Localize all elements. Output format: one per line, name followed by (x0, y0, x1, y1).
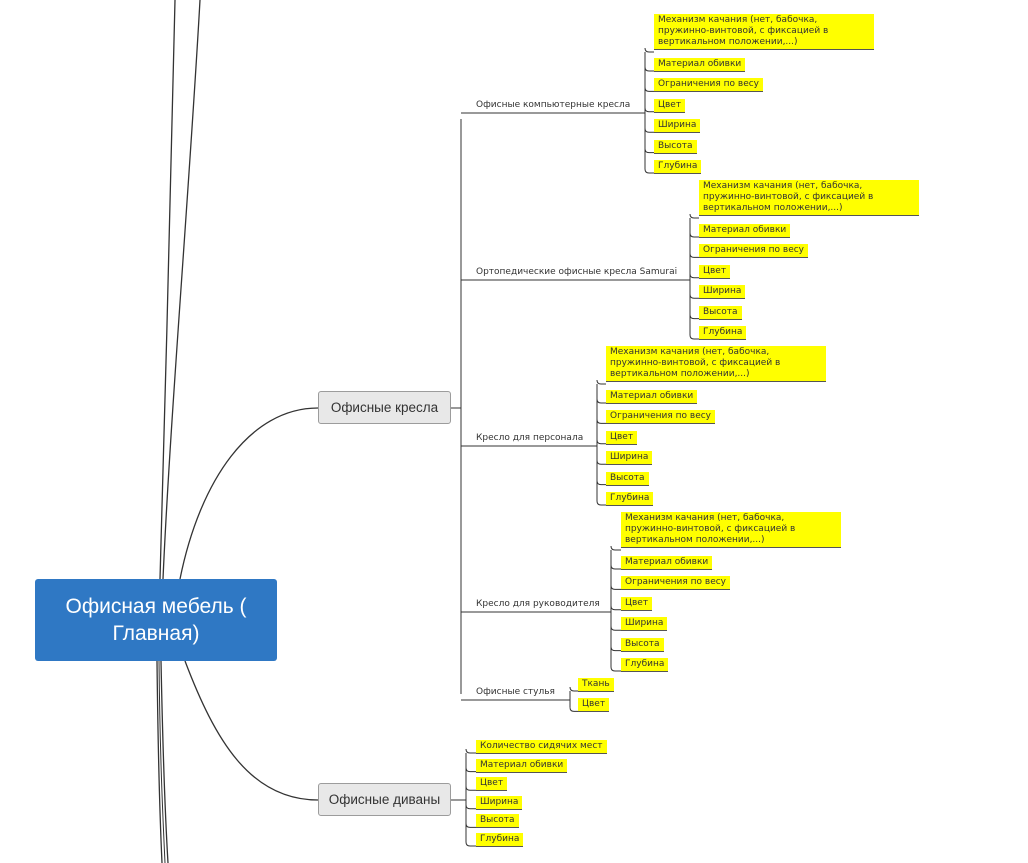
connector-line (689, 294, 699, 299)
connector-line (160, 660, 169, 863)
leaf-item[interactable]: Ограничения по весу (621, 576, 731, 591)
leaf-item[interactable]: Цвет (606, 430, 638, 445)
leaf-item[interactable]: Цвет (578, 698, 610, 713)
root-topic[interactable]: Офисная мебель ( Главная) (35, 579, 277, 661)
topic-office-sofas[interactable]: Офисные диваны (318, 783, 451, 816)
connector-line (610, 605, 621, 611)
connector-line (689, 314, 699, 320)
subtopic-label[interactable]: Кресло для руководителя (476, 599, 600, 609)
leaf-item[interactable]: Ширина (699, 285, 746, 300)
subtopic-label[interactable]: Кресло для персонала (476, 433, 584, 443)
connector-line (569, 686, 578, 692)
connector-line (596, 379, 606, 385)
connector-line (596, 439, 606, 445)
connector-line (644, 168, 654, 174)
connector-line (689, 334, 699, 340)
connector-line (689, 273, 699, 279)
connector-line (610, 585, 621, 590)
connector-line (644, 148, 654, 154)
leaf-item[interactable]: Высота (654, 139, 697, 154)
connector-line (644, 128, 654, 133)
connector-line (596, 419, 606, 424)
connector-line (465, 841, 476, 847)
connector-line (159, 0, 176, 580)
leaf-item[interactable]: Материал обивки (699, 224, 791, 238)
connector-line (610, 666, 621, 672)
leaf-item[interactable]: Механизм качания (нет, бабочка, пружинно… (621, 512, 841, 548)
connector-line (465, 767, 476, 773)
connector-line (610, 564, 621, 570)
leaf-item[interactable]: Материал обивки (621, 556, 713, 570)
connector-line (644, 107, 654, 113)
connector-line (156, 660, 163, 863)
leaf-item[interactable]: Количество сидячих мест (476, 740, 607, 754)
connector-line (158, 660, 166, 863)
leaf-item[interactable]: Глубина (654, 160, 702, 174)
connector-line (465, 823, 476, 828)
leaf-item[interactable]: Ограничения по весу (606, 410, 716, 425)
leaf-item[interactable]: Глубина (606, 492, 654, 506)
leaf-item[interactable]: Механизм качания (нет, бабочка, пружинно… (699, 180, 919, 216)
connector-line (162, 0, 201, 580)
leaf-item[interactable]: Ширина (654, 119, 701, 134)
leaf-item[interactable]: Материал обивки (606, 390, 698, 404)
connector-line (596, 398, 606, 404)
leaf-item[interactable]: Ширина (476, 795, 523, 810)
connector-line (610, 626, 621, 631)
connector-line (465, 786, 476, 791)
leaf-item[interactable]: Материал обивки (476, 758, 568, 773)
connector-line (596, 480, 606, 486)
subtopic-label[interactable]: Ортопедические офисные кресла Samurai (476, 267, 678, 277)
connector-line (689, 253, 699, 258)
leaf-item[interactable]: Ширина (621, 617, 668, 632)
connector-line (465, 804, 476, 810)
leaf-item[interactable]: Механизм качания (нет, бабочка, пружинно… (606, 346, 826, 382)
connector-line (610, 545, 621, 551)
subtopic-label[interactable]: Офисные стулья (476, 687, 555, 697)
leaf-item[interactable]: Высота (476, 814, 519, 829)
leaf-item[interactable]: Высота (621, 637, 664, 652)
connector-line (644, 66, 654, 72)
connector-line (689, 213, 699, 219)
leaf-item[interactable]: Глубина (699, 326, 747, 340)
connector-line (644, 87, 654, 92)
connector-line (644, 47, 654, 53)
leaf-item[interactable]: Ограничения по весу (654, 78, 764, 93)
connector-line (610, 646, 621, 652)
leaf-item[interactable]: Глубина (621, 658, 669, 672)
leaf-item[interactable]: Материал обивки (654, 58, 746, 72)
leaf-item[interactable]: Ширина (606, 451, 653, 466)
leaf-item[interactable]: Цвет (699, 264, 731, 279)
topic-office-chairs[interactable]: Офисные кресла (318, 391, 451, 424)
leaf-item[interactable]: Цвет (476, 777, 508, 792)
leaf-item[interactable]: Высота (699, 305, 742, 320)
leaf-item[interactable]: Механизм качания (нет, бабочка, пружинно… (654, 14, 874, 50)
connector-line (465, 748, 476, 754)
subtopic-label[interactable]: Офисные компьютерные кресла (476, 100, 631, 110)
connector-line (689, 232, 699, 238)
leaf-item[interactable]: Высота (606, 471, 649, 486)
connector-line (184, 660, 319, 801)
connector-line (596, 460, 606, 465)
leaf-item[interactable]: Цвет (621, 596, 653, 611)
connector-line (179, 407, 319, 580)
leaf-item[interactable]: Ткань (578, 678, 614, 692)
leaf-item[interactable]: Глубина (476, 833, 524, 847)
leaf-item[interactable]: Цвет (654, 98, 686, 113)
connector-line (569, 707, 578, 712)
connector-line (596, 500, 606, 506)
leaf-item[interactable]: Ограничения по весу (699, 244, 809, 259)
